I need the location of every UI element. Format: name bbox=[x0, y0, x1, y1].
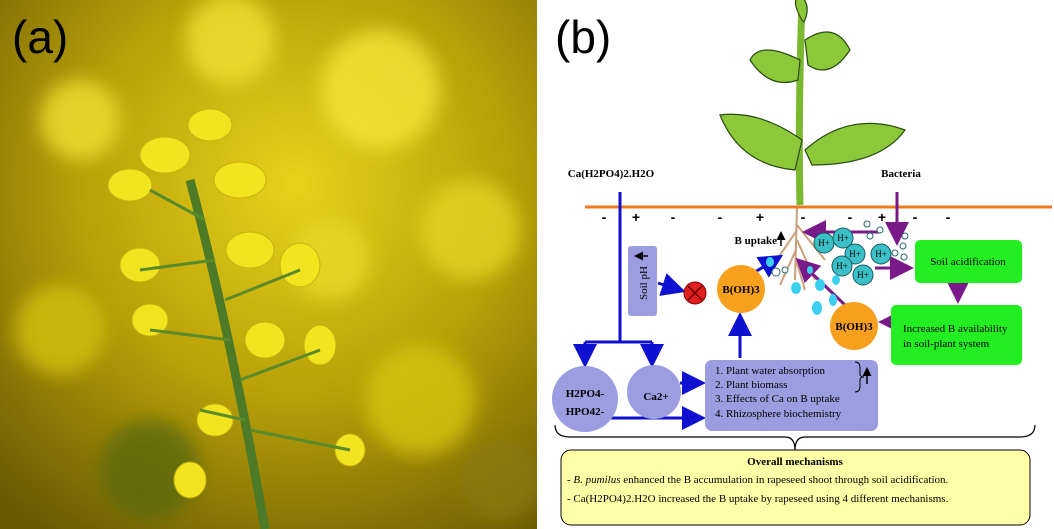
rapeseed-photo bbox=[0, 0, 537, 529]
soil-charge: - bbox=[718, 209, 723, 225]
phosphate-label: HPO42- bbox=[566, 406, 605, 418]
mechanism-item: 3. Effects of Ca on B uptake bbox=[715, 393, 840, 405]
boric-acid-circle bbox=[717, 265, 765, 313]
soil-acidification-label: Soil acidification bbox=[930, 256, 1006, 268]
panel-a-label: (a) bbox=[12, 11, 69, 63]
increased-b-label: Increased B availability bbox=[903, 323, 1008, 335]
mechanisms-box bbox=[705, 360, 878, 431]
soil-charge: + bbox=[756, 209, 764, 225]
overall-title: Overall mechanisms bbox=[747, 456, 843, 468]
calcium-circle bbox=[627, 365, 681, 419]
bacteria-label: Bacteria bbox=[881, 168, 921, 180]
soil-acidification-box bbox=[915, 240, 1022, 283]
svg-text:H+: H+ bbox=[875, 249, 887, 259]
hydrogen-ions: H+ H+ H+ H+ H+ H+ bbox=[813, 227, 892, 286]
soil-charge: + bbox=[632, 209, 640, 225]
plant-illustration bbox=[719, 0, 906, 291]
svg-text:H+: H+ bbox=[857, 270, 869, 280]
soil-ph-label: Soil pH bbox=[638, 266, 650, 300]
overall-line-2: - Ca(H2PO4)2.H2O increased the B uptake … bbox=[567, 493, 949, 505]
panel-b-label: (b) bbox=[555, 11, 612, 63]
phosphate-circle bbox=[552, 366, 618, 432]
soil-charge: - bbox=[913, 209, 918, 225]
boric-acid-label: B(OH)3 bbox=[835, 321, 873, 333]
increased-b-label: in soil-plant system bbox=[903, 338, 990, 350]
calcium-label: Ca2+ bbox=[643, 391, 668, 403]
inhibition-icon bbox=[683, 281, 707, 305]
boric-acid-circle bbox=[830, 302, 878, 350]
increased-b-box bbox=[891, 305, 1022, 365]
phosphate-label: H2PO4- bbox=[566, 388, 605, 400]
mechanism-item: 4. Rhizosphere biochemistry bbox=[715, 408, 842, 420]
svg-text:H+: H+ bbox=[836, 261, 848, 271]
water-droplets bbox=[766, 257, 840, 315]
soil-charge: + bbox=[878, 209, 886, 225]
soil-charge: - bbox=[946, 209, 951, 225]
b-uptake-label: B uptake bbox=[735, 235, 778, 247]
overall-mechanisms-box bbox=[560, 449, 1031, 526]
soil-charge: - bbox=[671, 209, 676, 225]
mechanism-item: 1. Plant water absorption bbox=[715, 365, 825, 377]
soil-ph-box bbox=[628, 246, 657, 316]
boric-acid-label: B(OH)3 bbox=[722, 284, 760, 296]
svg-text:H+: H+ bbox=[818, 238, 830, 248]
svg-text:H+: H+ bbox=[849, 249, 861, 259]
mechanism-item: 2. Plant biomass bbox=[715, 379, 787, 391]
svg-text:H+: H+ bbox=[837, 233, 849, 243]
soil-charge: - bbox=[801, 209, 806, 225]
overall-line-1: - B. pumilus enhanced the B accumulation… bbox=[567, 474, 948, 486]
mechanism-diagram: - + - - + - - + - - Ca(H2PO4)2.H2O Bacte… bbox=[552, 0, 1052, 526]
soil-charge: - bbox=[602, 209, 607, 225]
soil-charge: - bbox=[848, 209, 853, 225]
fertilizer-label: Ca(H2PO4)2.H2O bbox=[568, 168, 655, 180]
